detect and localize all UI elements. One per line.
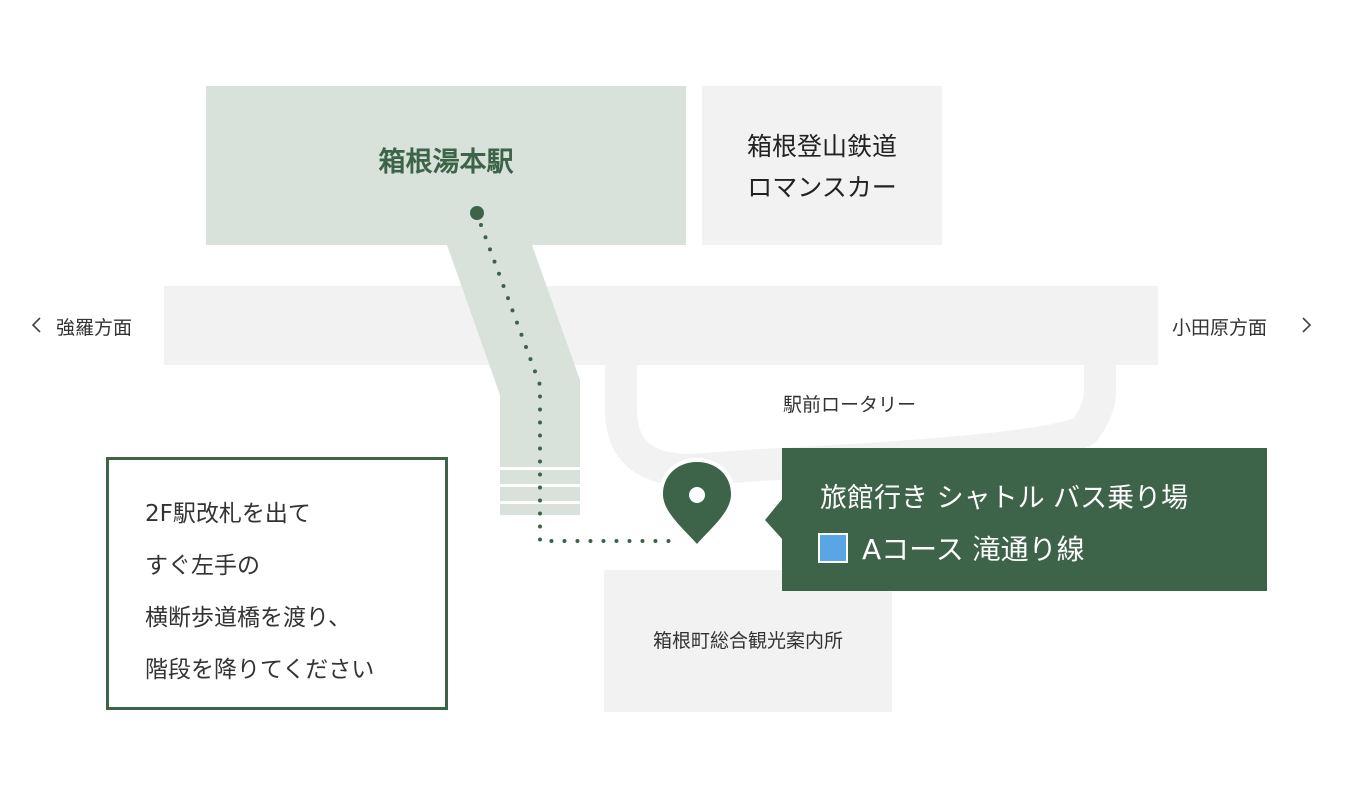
- rotary-label: 駅前ロータリー: [783, 394, 917, 416]
- guide-line: 横断歩道橋を渡り、: [145, 605, 352, 631]
- station-name: 箱根湯本駅: [378, 147, 514, 178]
- info-center-label: 箱根町総合観光案内所: [652, 630, 843, 652]
- course-line: Aコース 滝通り線: [818, 528, 1085, 568]
- direction-right: 小田原方面: [1172, 317, 1268, 339]
- station-block: [206, 86, 686, 245]
- railway-line-2: ロマンスカー: [747, 173, 897, 202]
- stair-step: [500, 470, 580, 484]
- callout-title: 旅館行き シャトル バス乗り場: [820, 483, 1189, 514]
- railway-label: 箱根登山鉄道 ロマンスカー: [702, 126, 942, 208]
- bus-stop-callout: 旅館行き シャトル バス乗り場 Aコース 滝通り線: [782, 448, 1267, 591]
- chevron-left-icon: [31, 317, 41, 333]
- railway-block: [702, 86, 942, 245]
- start-point: [470, 206, 484, 220]
- direction-left: 強羅方面: [28, 313, 132, 340]
- railway-line-1: 箱根登山鉄道: [746, 132, 897, 161]
- guide-line: すぐ左手の: [145, 553, 260, 579]
- walking-route: [479, 223, 674, 543]
- stair-step: [500, 504, 580, 515]
- guide-line: 2F駅改札を出て: [145, 501, 311, 527]
- course-label: Aコース 滝通り線: [862, 533, 1085, 566]
- guide-box: 2F駅改札を出て すぐ左手の 横断歩道橋を渡り、 階段を降りてください: [106, 457, 448, 710]
- info-center-block: [604, 570, 892, 712]
- bus-stop-pin-icon: [659, 458, 735, 548]
- course-color-swatch: [818, 533, 848, 563]
- callout-pointer: [765, 498, 783, 540]
- pedestrian-bridge: [447, 245, 580, 467]
- chevron-right-icon: [1302, 317, 1312, 333]
- main-road: [164, 286, 1158, 365]
- stair-step: [500, 487, 580, 501]
- guide-line: 階段を降りてください: [145, 657, 375, 683]
- direction-left-label: 強羅方面: [56, 317, 133, 339]
